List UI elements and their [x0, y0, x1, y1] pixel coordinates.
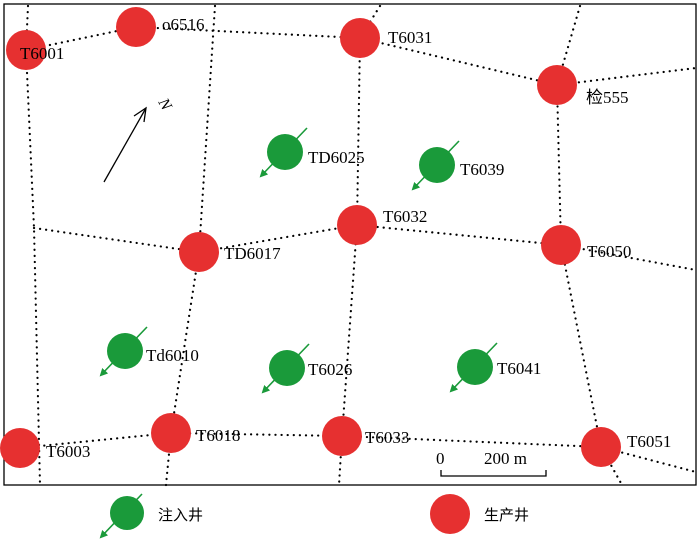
- production-well-label: T6033: [365, 428, 409, 447]
- production-well-label: T6050: [587, 242, 631, 261]
- production-well-label: T6051: [627, 432, 671, 451]
- legend-injection-label: 注入井: [158, 506, 203, 524]
- production-well-marker: [151, 413, 191, 453]
- production-well: T6003: [0, 428, 90, 468]
- north-arrow-head: [133, 106, 147, 123]
- injection-well-marker: [107, 333, 143, 369]
- production-well-label: T6003: [46, 442, 90, 461]
- injection-well-label: TD6025: [308, 148, 365, 167]
- production-well-label: T6031: [388, 28, 432, 47]
- production-well-marker: [537, 65, 577, 105]
- production-well: T6032: [337, 205, 427, 245]
- production-well: T6050: [541, 225, 631, 265]
- production-well: T6033: [322, 416, 409, 456]
- injection-well-marker: [419, 147, 455, 183]
- scale-bar: 0 200 m: [436, 449, 547, 477]
- injection-well-label: T6039: [460, 160, 504, 179]
- production-well-label: o6516: [162, 15, 205, 34]
- injection-well: T6041: [449, 342, 541, 393]
- production-well-marker: [0, 428, 40, 468]
- production-well-label: T6018: [196, 426, 240, 445]
- production-well-label: 检555: [586, 88, 629, 107]
- production-well: 检555: [537, 65, 629, 107]
- legend-production-symbol: [430, 494, 470, 534]
- production-well-marker: [6, 30, 46, 70]
- injection-well-marker: [269, 350, 305, 386]
- production-well: o6516: [116, 7, 205, 47]
- production-well-marker: [337, 205, 377, 245]
- grid-line: [24, 4, 42, 487]
- production-well: T6031: [340, 18, 432, 58]
- legend-injection-symbol: [99, 493, 144, 539]
- injection-well-marker: [457, 349, 493, 385]
- map-frame: [3, 3, 697, 486]
- injection-well: T6026: [261, 343, 352, 394]
- production-well-marker: [340, 18, 380, 58]
- grid-line: [337, 4, 382, 487]
- production-well-marker: [179, 232, 219, 272]
- production-well-label: T6032: [383, 207, 427, 226]
- scale-bar-line: [440, 470, 547, 477]
- production-well-marker: [322, 416, 362, 456]
- legend: 注入井 生产井: [99, 493, 529, 539]
- north-label: N: [154, 95, 175, 115]
- production-well-marker: [541, 225, 581, 265]
- production-well-label: T6001: [20, 44, 64, 63]
- production-well: T6001: [6, 30, 64, 70]
- injection-well: TD6025: [259, 127, 365, 178]
- injection-well-label: T6041: [497, 359, 541, 378]
- production-well: TD6017: [179, 232, 281, 272]
- legend-production-label: 生产井: [484, 506, 529, 524]
- scale-start-label: 0: [436, 449, 445, 468]
- production-well-label: TD6017: [224, 244, 281, 263]
- injection-well-marker: [267, 134, 303, 170]
- production-well-marker: [581, 427, 621, 467]
- north-arrow: N: [103, 95, 175, 183]
- production-well: T6018: [151, 413, 240, 453]
- injection-well: T6039: [411, 140, 504, 191]
- injection-well-label: T6026: [308, 360, 352, 379]
- scale-end-label: 200 m: [484, 449, 527, 468]
- north-arrow-line: [103, 107, 147, 183]
- production-well-marker: [116, 7, 156, 47]
- injection-well: Td6010: [99, 326, 199, 377]
- injection-well-label: Td6010: [146, 346, 199, 365]
- production-well: T6051: [581, 427, 671, 467]
